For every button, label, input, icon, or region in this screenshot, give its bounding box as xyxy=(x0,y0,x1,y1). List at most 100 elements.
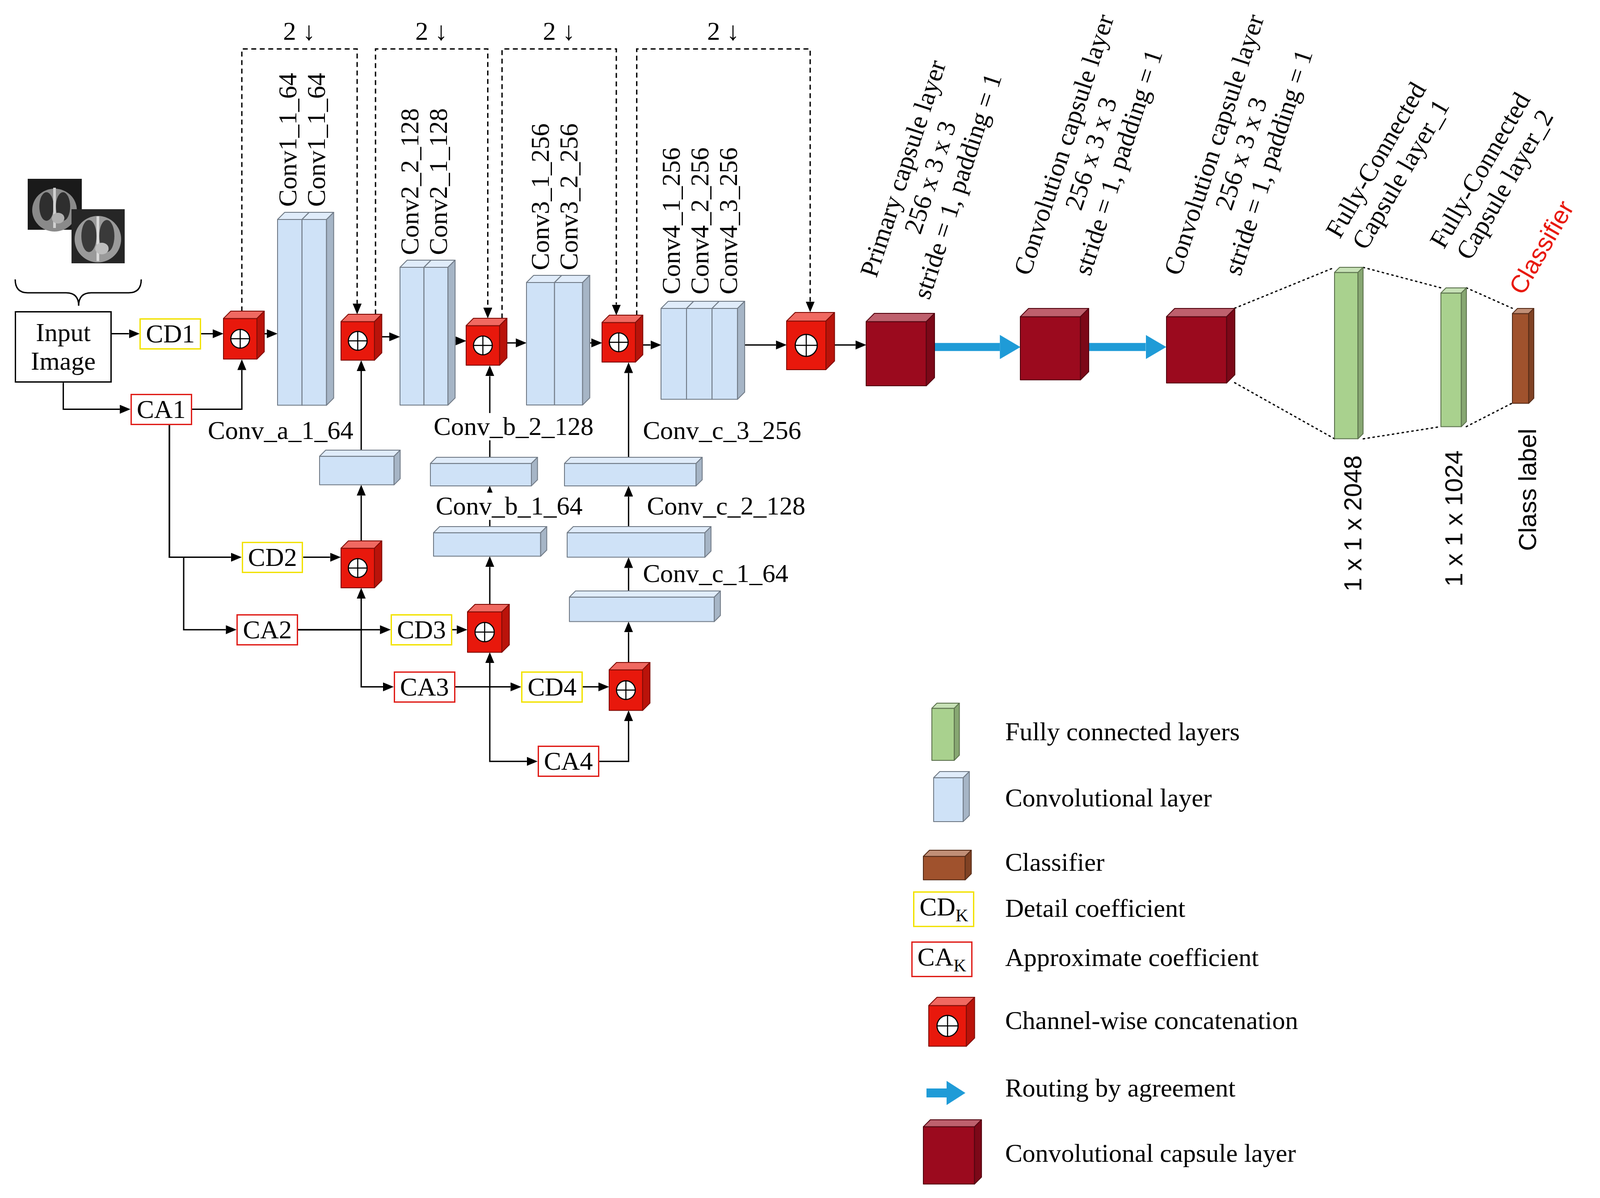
connector xyxy=(169,425,226,630)
concat-block-shape xyxy=(609,662,650,711)
concat-symbol xyxy=(795,334,818,357)
legend-text: Routing by agreement xyxy=(1005,1073,1236,1103)
label-group: Conv3_1_256Conv3_2_256 xyxy=(526,123,584,271)
shape-face xyxy=(341,321,375,361)
legend-swatch xyxy=(923,1119,982,1184)
box-label: CD xyxy=(919,892,956,922)
shape-face xyxy=(714,590,721,622)
concat-symbol xyxy=(618,332,619,352)
shape-face xyxy=(737,301,746,400)
dotted-line xyxy=(1234,382,1335,439)
fc-capsule-layer-shape xyxy=(1334,267,1364,439)
shape-face xyxy=(567,526,712,533)
shape-face xyxy=(926,313,935,386)
layer-label: Class label xyxy=(1513,428,1542,552)
box-label: CD2 xyxy=(248,542,298,572)
label-group: Primary capsule layer256 x 3 x 3stride =… xyxy=(853,52,1008,303)
connector xyxy=(745,344,777,346)
box-label: CD1 xyxy=(145,319,195,349)
layer-label: 1 x 1 x 2048 xyxy=(1339,455,1368,592)
conv-layer-shape xyxy=(661,301,745,400)
legend-text: Classifier xyxy=(1005,847,1105,877)
legend-text: Fully connected layers xyxy=(1005,717,1240,746)
skip-connector xyxy=(636,49,811,316)
label-group: 1 x 1 x 2048 xyxy=(1339,455,1368,592)
box-label: Input Image xyxy=(30,317,96,376)
concat-block-shape xyxy=(786,312,835,370)
label-group: Convolution capsule layer256 x 3 x 3stri… xyxy=(1158,10,1324,296)
layer-label: Conv4_3_256 xyxy=(713,147,743,295)
input-brace xyxy=(15,279,142,306)
connector xyxy=(582,686,599,688)
coefficient-box: CA4 xyxy=(537,745,600,777)
legend-text: Detail coefficient xyxy=(1005,893,1186,923)
classifier-block: ClassifierClass label xyxy=(1512,308,1534,404)
downsample-label: 2 ↓ xyxy=(415,16,448,46)
shape-face xyxy=(466,325,500,366)
shape-face xyxy=(430,457,538,464)
label-group: 1 x 1 x 1024 xyxy=(1440,450,1469,587)
shape-face xyxy=(1020,308,1089,317)
legend-coefficient-box: CDK xyxy=(913,891,975,927)
box-text: CAK xyxy=(917,943,967,975)
shape-face xyxy=(564,457,703,464)
box-label: K xyxy=(953,955,966,976)
skip-connector xyxy=(501,49,617,319)
conv-layer-shape xyxy=(433,526,547,556)
input-box: Input Image xyxy=(14,311,112,383)
concat-block xyxy=(467,604,510,653)
shape-face xyxy=(554,282,583,405)
shape-face xyxy=(526,282,555,405)
connector xyxy=(63,382,120,409)
layer-label: Conv3_1_256 xyxy=(526,123,555,271)
layer-label: Conv_c_3_256 xyxy=(642,416,801,445)
shape-face xyxy=(569,590,721,598)
coefficient-box: CD3 xyxy=(390,614,453,646)
concat-block-shape xyxy=(466,318,507,366)
coefficient-box: CA3 xyxy=(393,671,456,703)
shape-face xyxy=(1226,308,1235,384)
conv-layer: Conv2_2_128Conv2_1_128 xyxy=(400,260,455,405)
layer-label: Conv1_1_64 xyxy=(273,72,303,207)
xray-thumbnail xyxy=(71,209,125,264)
layer-label: Conv2_2_128 xyxy=(395,108,425,256)
concat-block-shape xyxy=(341,540,382,588)
label-group: Classifier xyxy=(1503,195,1579,299)
connector xyxy=(627,496,630,527)
shape-face xyxy=(567,532,705,558)
shape-face xyxy=(954,703,960,761)
shape-face xyxy=(825,312,835,370)
label-group: Conv_b_1_64 xyxy=(435,492,583,520)
shape-face xyxy=(928,1005,967,1046)
coefficient-box: CD4 xyxy=(521,671,583,703)
downsample-label: 2 ↓ xyxy=(543,16,576,46)
coefficient-box: CA2 xyxy=(236,614,299,646)
connector xyxy=(360,370,363,451)
label-group: Convolution capsule layer256 x 3 x 3stri… xyxy=(1008,10,1174,296)
concat-block-shape xyxy=(602,315,643,363)
connector xyxy=(642,344,651,346)
conv-layer-shape xyxy=(567,526,712,557)
concat-symbol xyxy=(805,334,807,357)
shape-face xyxy=(923,856,966,880)
shape-face xyxy=(400,267,425,405)
connector xyxy=(298,598,362,630)
routing-arrow xyxy=(1088,342,1146,351)
shape-face xyxy=(1166,316,1227,383)
classifier-block-shape xyxy=(1512,308,1534,404)
connector xyxy=(488,566,491,604)
conv-layer-shape xyxy=(277,212,334,406)
box-text: CD4 xyxy=(527,673,577,700)
concat-symbol xyxy=(616,680,636,700)
shape-face xyxy=(501,604,510,653)
shape-face xyxy=(686,308,713,400)
shape-face xyxy=(564,463,696,486)
shape-face xyxy=(302,219,327,405)
shape-face xyxy=(374,540,382,588)
shape-face xyxy=(963,771,970,822)
connector xyxy=(360,495,363,542)
conv-layer: Conv_b_1_64 xyxy=(433,526,547,556)
connector xyxy=(507,342,516,344)
downsample-label: 2 ↓ xyxy=(283,16,316,46)
conv-layer: Conv_c_1_64 xyxy=(569,590,721,622)
